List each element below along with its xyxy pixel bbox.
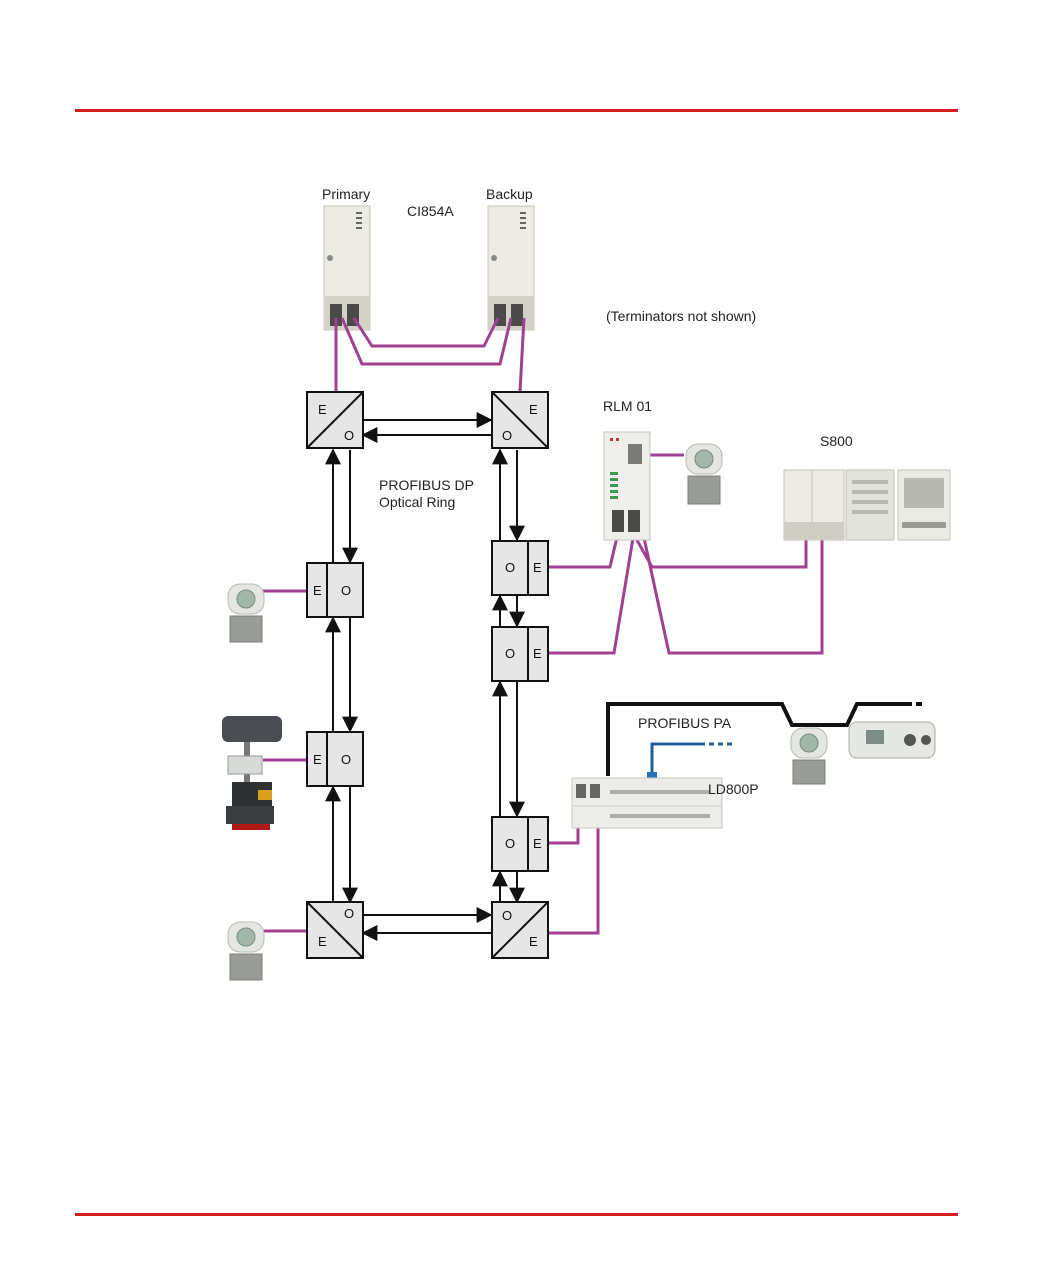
- converter-bottom-right: O E: [492, 902, 548, 958]
- letter-o: O: [344, 906, 354, 921]
- backup-label: Backup: [486, 186, 533, 202]
- pressure-transmitter-left-1: [228, 584, 264, 642]
- valve-positioner: [849, 722, 935, 758]
- converter-right-3: O E: [492, 817, 548, 871]
- terminators-note: (Terminators not shown): [606, 308, 756, 324]
- letter-e: E: [313, 583, 322, 598]
- control-valve: [222, 716, 282, 830]
- s800-io-station: [784, 470, 950, 540]
- letter-o: O: [344, 428, 354, 443]
- letter-e: E: [533, 646, 542, 661]
- pressure-transmitter-pa: [791, 728, 827, 784]
- letter-o: O: [341, 583, 351, 598]
- letter-e: E: [313, 752, 322, 767]
- letter-e: E: [529, 934, 538, 949]
- rlm01-module: [604, 432, 650, 540]
- primary-label: Primary: [322, 186, 370, 202]
- converter-top-right: E O: [492, 392, 548, 448]
- converter-right-1: O E: [492, 541, 548, 595]
- letter-e: E: [529, 402, 538, 417]
- letter-o: O: [502, 428, 512, 443]
- letter-o: O: [341, 752, 351, 767]
- letter-o: O: [505, 646, 515, 661]
- ld800p-label: LD800P: [708, 781, 759, 797]
- letter-o: O: [505, 836, 515, 851]
- ci854a-label: CI854A: [407, 203, 454, 219]
- optical-ring-label: Optical Ring: [379, 494, 455, 510]
- letter-e: E: [318, 402, 327, 417]
- profibus-pa-label: PROFIBUS PA: [638, 715, 732, 731]
- letter-o: O: [505, 560, 515, 575]
- ci854a-backup-module: [488, 206, 534, 330]
- converter-left-1: E O: [307, 563, 363, 617]
- converter-bottom-left: O E: [307, 902, 363, 958]
- profibus-dp-label: PROFIBUS DP: [379, 477, 474, 493]
- rlm01-label: RLM 01: [603, 398, 652, 414]
- letter-e: E: [318, 934, 327, 949]
- letter-o: O: [502, 908, 512, 923]
- converter-top-left: E O: [307, 392, 363, 448]
- pressure-transmitter-left-3: [228, 922, 264, 980]
- converter-right-2: O E: [492, 627, 548, 681]
- converter-left-2: E O: [307, 732, 363, 786]
- ld800p-linking-device: [572, 778, 722, 828]
- ci854a-primary-module: [324, 206, 370, 330]
- letter-e: E: [533, 560, 542, 575]
- s800-label: S800: [820, 433, 853, 449]
- letter-e: E: [533, 836, 542, 851]
- pressure-transmitter-rlm01: [686, 444, 722, 504]
